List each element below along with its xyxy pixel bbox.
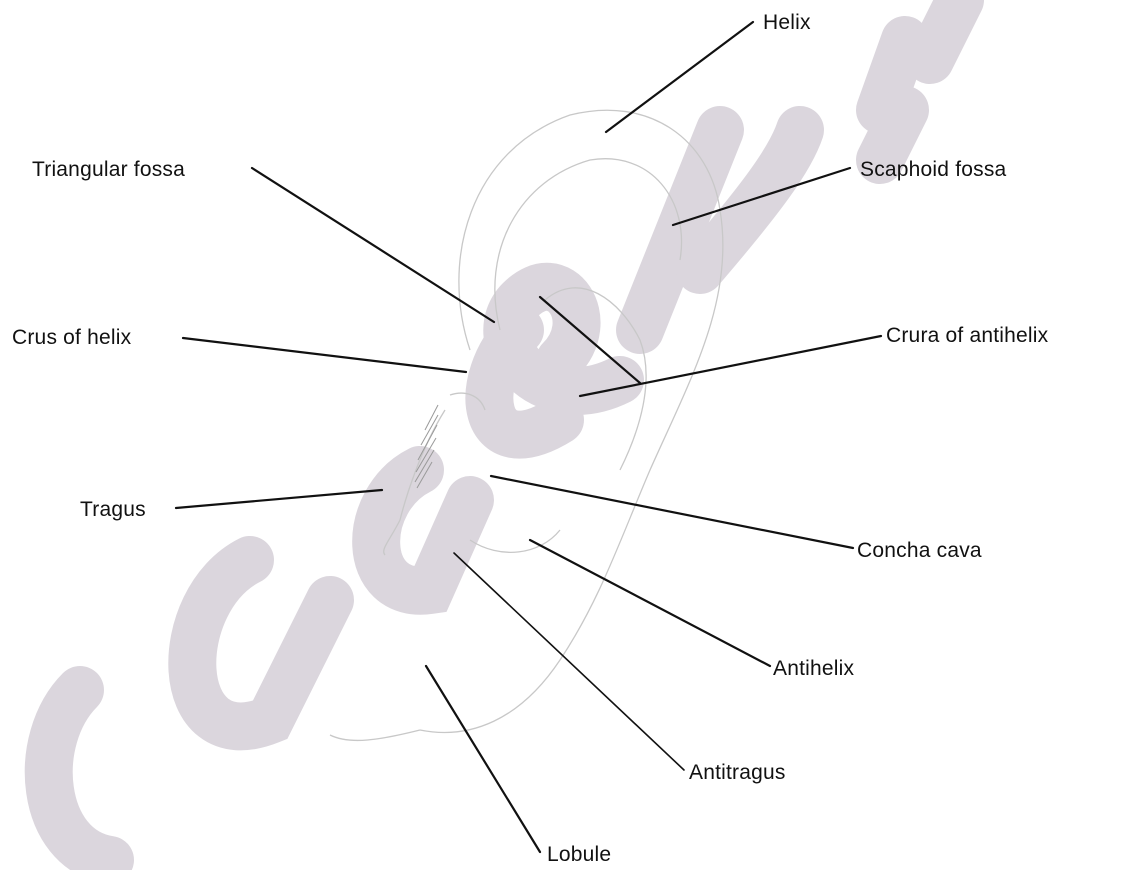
leader-antitragus xyxy=(454,553,684,770)
leader-tragus xyxy=(176,490,382,508)
label-tragus: Tragus xyxy=(80,499,146,520)
label-antihelix: Antihelix xyxy=(773,658,854,679)
label-scaphoid-fossa: Scaphoid fossa xyxy=(860,159,1006,180)
leader-crus-of-helix xyxy=(183,338,466,372)
leader-antihelix xyxy=(530,540,770,666)
leader-triangular-fossa xyxy=(252,168,494,322)
label-concha-cava: Concha cava xyxy=(857,540,982,561)
label-antitragus: Antitragus xyxy=(689,762,786,783)
label-crus-of-helix: Crus of helix xyxy=(12,327,131,348)
watermark xyxy=(49,0,960,860)
leader-lobule xyxy=(426,666,540,852)
leader-concha-cava xyxy=(491,476,853,548)
label-crura-of-antihelix: Crura of antihelix xyxy=(886,325,1048,346)
label-helix: Helix xyxy=(763,12,811,33)
label-triangular-fossa: Triangular fossa xyxy=(32,159,185,180)
label-lobule: Lobule xyxy=(547,844,611,865)
